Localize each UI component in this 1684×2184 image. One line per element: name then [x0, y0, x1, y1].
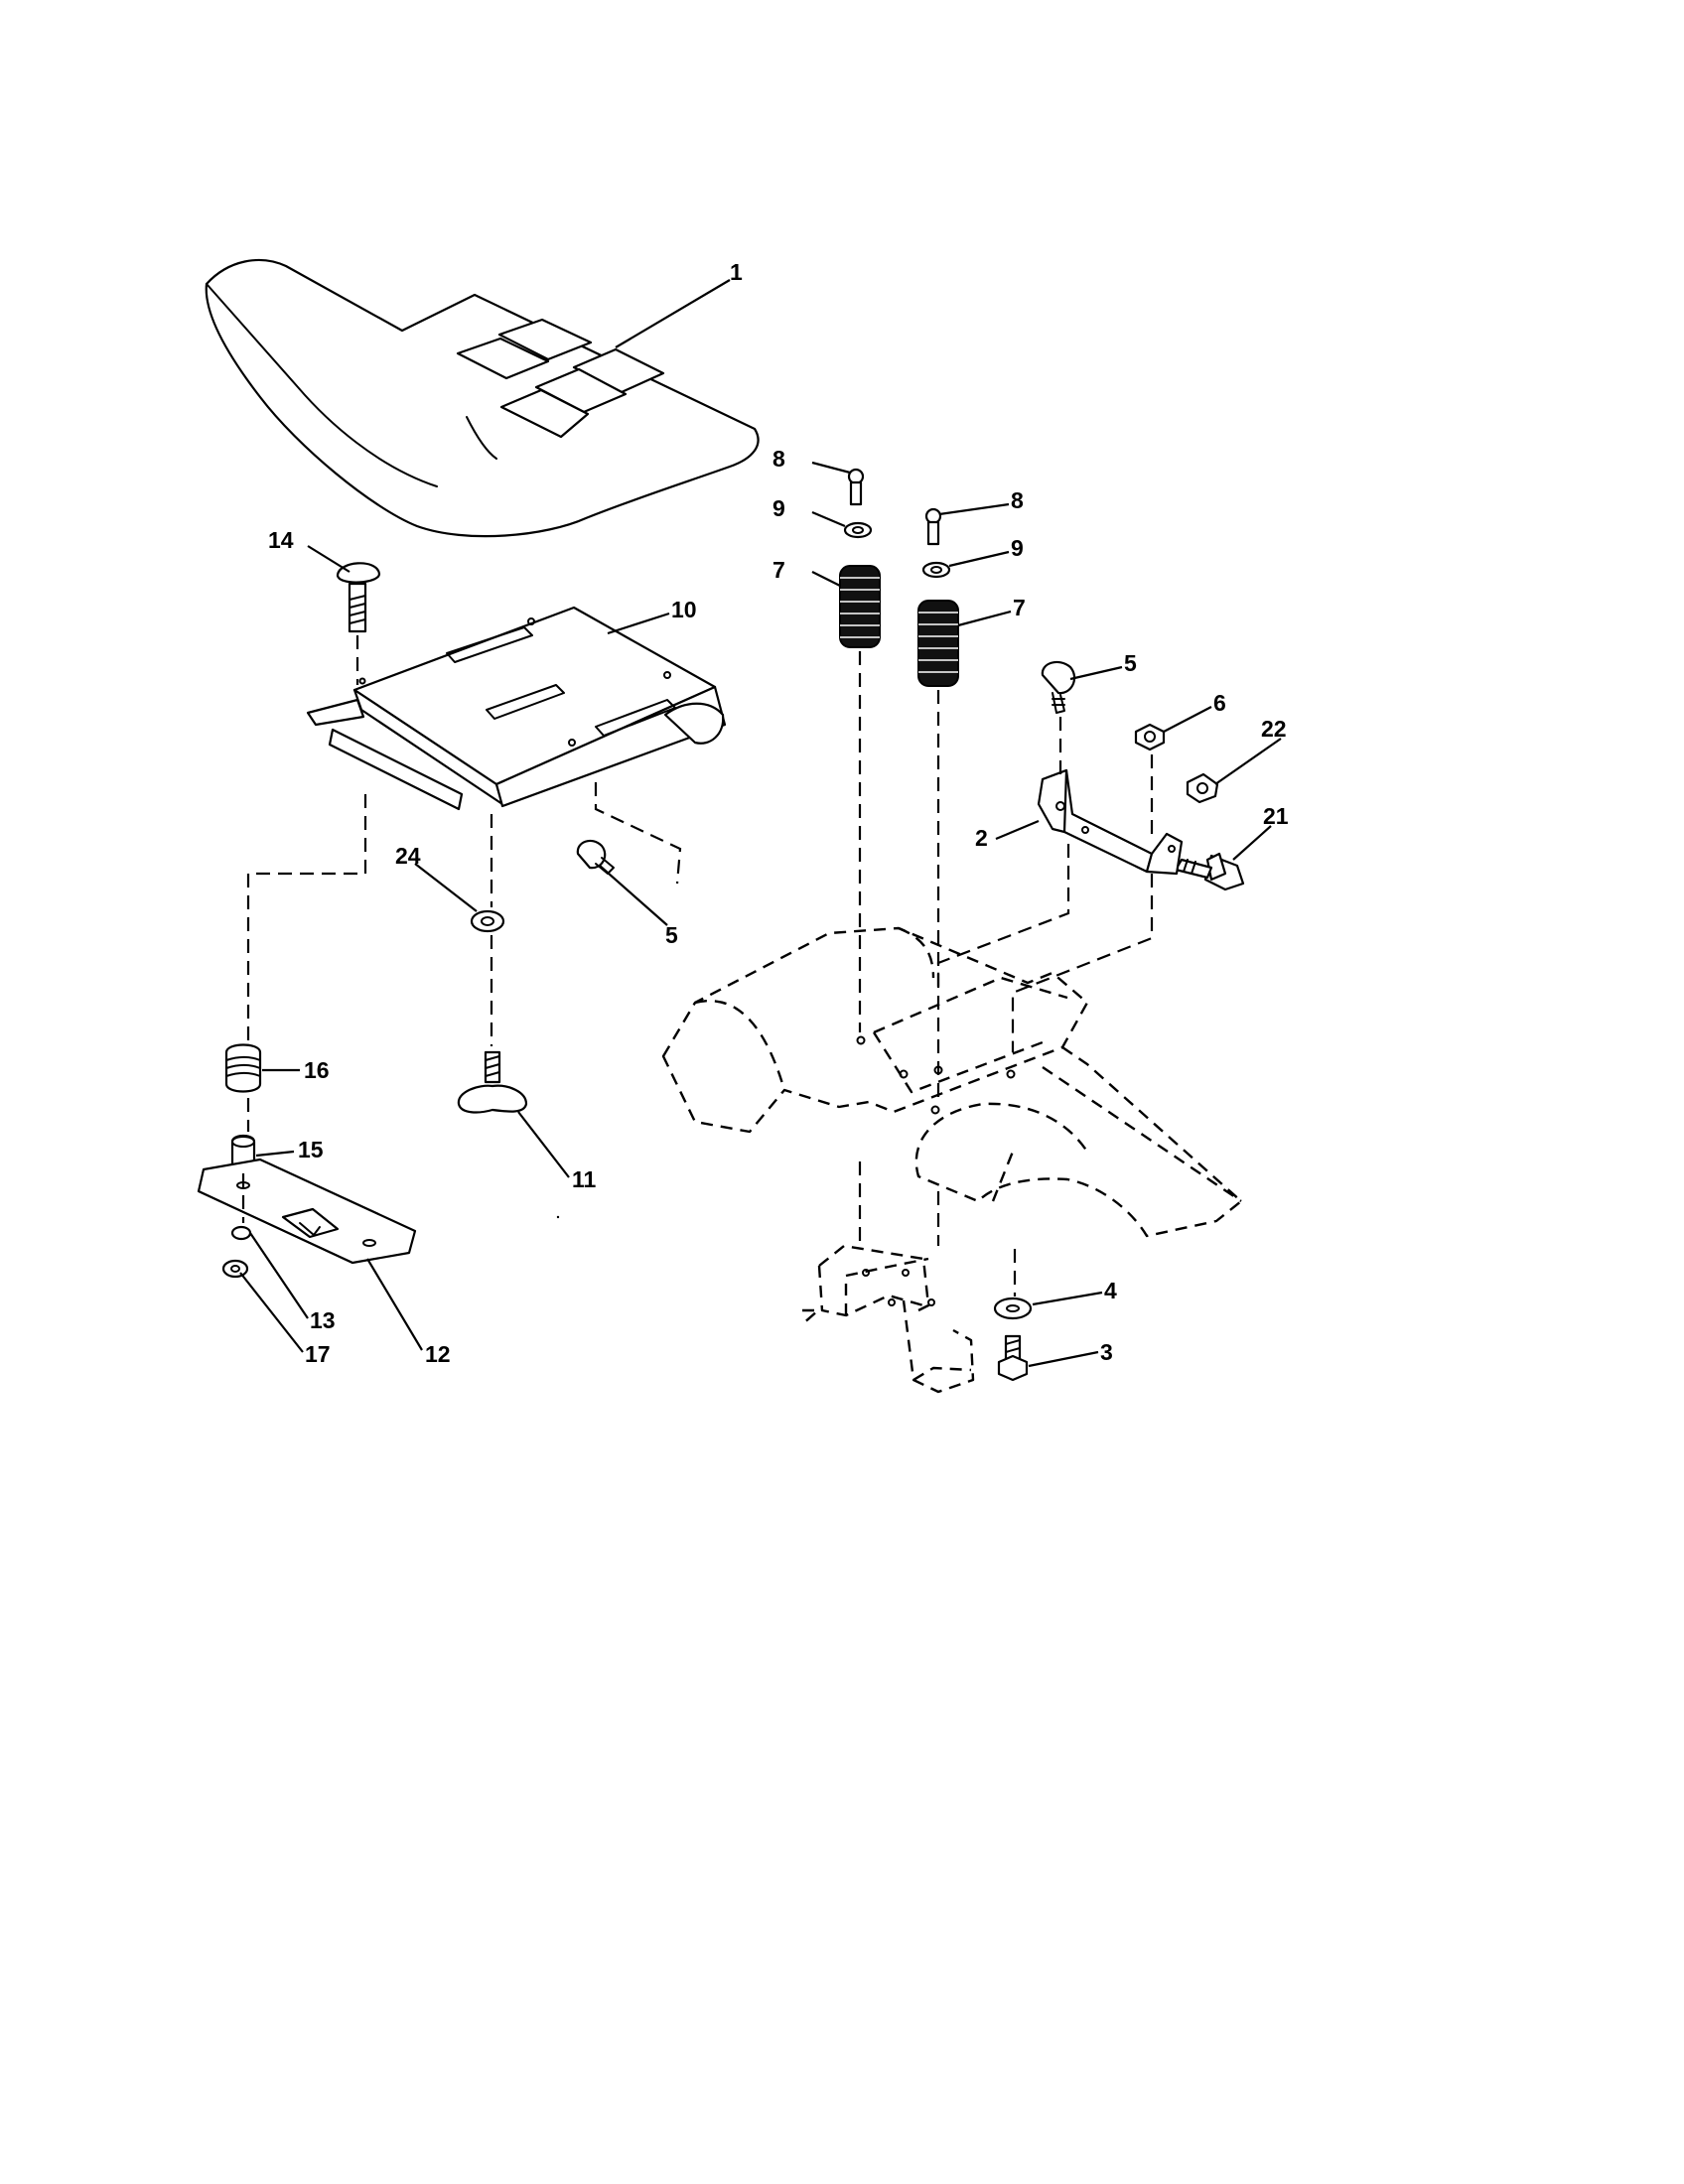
callout-7: 7 — [772, 557, 785, 583]
callout-24: 24 — [395, 843, 421, 869]
callout-2: 2 — [975, 825, 988, 851]
callout-14: 14 — [268, 527, 294, 553]
callout-9: 9 — [1011, 535, 1024, 561]
callout-13: 13 — [310, 1307, 336, 1333]
spring-16 — [224, 1043, 262, 1093]
callout-10: 10 — [671, 597, 697, 622]
assembly-lines — [241, 635, 1154, 1297]
callout-16: 16 — [304, 1057, 330, 1083]
flat-washer-4 — [993, 1297, 1033, 1320]
seat-pan — [306, 606, 727, 811]
spring-right — [917, 600, 959, 687]
callout-7: 7 — [1013, 595, 1026, 620]
callout-9: 9 — [772, 495, 785, 521]
callout-22: 22 — [1261, 716, 1287, 742]
clip-lower — [576, 839, 615, 875]
hex-bolt — [997, 1334, 1029, 1382]
callout-8: 8 — [1011, 487, 1024, 513]
tractor-frame — [661, 926, 1243, 1238]
callout-8: 8 — [772, 446, 785, 472]
seat-knob — [457, 1050, 528, 1114]
bracket — [1037, 768, 1184, 876]
callout-1: 1 — [730, 259, 743, 285]
callout-17: 17 — [305, 1341, 331, 1367]
callout-15: 15 — [298, 1137, 324, 1162]
seat — [205, 258, 760, 538]
frame-holes — [856, 1035, 1016, 1115]
spring-stack-right — [917, 507, 959, 687]
callout-21: 21 — [1263, 803, 1289, 829]
plate-nut — [230, 1225, 252, 1241]
plate-washer — [221, 1259, 249, 1279]
clip-upper — [1041, 660, 1076, 714]
callout-5: 5 — [1124, 650, 1137, 676]
carriage-bolt — [336, 562, 381, 633]
spring-stack-left — [839, 468, 881, 648]
lock-nut — [1186, 772, 1219, 804]
callout-5: 5 — [665, 922, 678, 948]
callout-12: 12 — [425, 1341, 451, 1367]
seat-cushion-pads — [456, 318, 665, 439]
callout-3: 3 — [1100, 1339, 1113, 1365]
callout-6: 6 — [1213, 690, 1226, 716]
callout-11: 11 — [572, 1166, 597, 1192]
adjuster-plate — [197, 1158, 417, 1265]
callout-labels: 1 8 9 7 8 9 7 14 10 5 6 22 21 2 24 5 16 … — [268, 259, 1289, 1367]
flat-washer-24 — [470, 909, 505, 933]
stray-mark — [556, 1215, 560, 1219]
callout-4: 4 — [1104, 1278, 1117, 1303]
hex-nut — [1134, 723, 1166, 751]
frame-lower-bracket — [801, 1244, 975, 1394]
leader-lines — [239, 279, 1282, 1368]
spring-left — [839, 565, 881, 648]
